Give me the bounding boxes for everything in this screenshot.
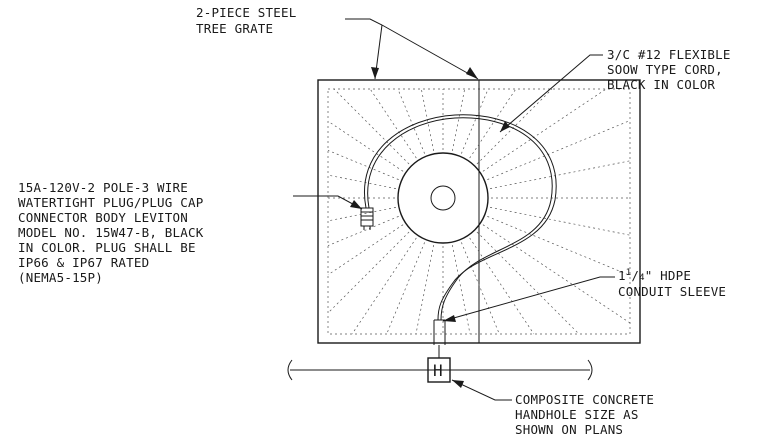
grate-ray xyxy=(461,242,500,335)
grate-label: 2-PIECE STEEL TREE GRATE xyxy=(196,5,304,36)
grate-ray xyxy=(490,207,631,236)
plug-connector xyxy=(360,207,374,230)
tree-trunk-circle xyxy=(430,185,456,211)
grate-ray xyxy=(452,88,466,151)
handhole-label: COMPOSITE CONCRETE HANDHOLE SIZE AS SHOW… xyxy=(515,392,662,437)
handhole-letter: H xyxy=(433,361,443,380)
cord-label: 3/C #12 FLEXIBLE SOOW TYPE CORD, BLACK I… xyxy=(607,47,738,92)
handhole-symbol: H xyxy=(427,357,451,383)
soow-cord xyxy=(364,114,557,321)
grate-ray xyxy=(327,216,399,246)
grate-ray xyxy=(327,231,410,314)
grate-ray xyxy=(469,237,535,335)
conduit-sleeve-label: 11/4" HDPE CONDUIT SLEEVE xyxy=(618,268,726,299)
grate-ray xyxy=(327,120,404,172)
leader-lines xyxy=(293,18,615,401)
grate-ray xyxy=(327,150,399,180)
grate-ray xyxy=(327,207,396,222)
ground-line xyxy=(287,359,593,381)
arrowheads xyxy=(350,67,510,388)
grate-ray xyxy=(327,224,404,276)
grate-ray xyxy=(386,242,425,335)
grate-ray xyxy=(333,88,410,165)
grate-ray xyxy=(482,224,631,324)
grate-ray xyxy=(461,88,489,154)
grate-ray xyxy=(469,88,517,159)
tree-opening-circle xyxy=(397,152,489,244)
grate-ray xyxy=(487,216,631,276)
grate-ray xyxy=(476,88,553,165)
grate-ray xyxy=(351,237,417,335)
grate-ray xyxy=(490,160,631,189)
grate-ray xyxy=(327,174,396,189)
grate-ray xyxy=(397,88,425,154)
grate-ray xyxy=(487,120,631,180)
soow-cord-inner xyxy=(367,117,553,321)
grate-ray xyxy=(476,231,580,335)
grate-ray xyxy=(452,245,471,335)
grate-ray xyxy=(415,245,434,335)
grate-ray xyxy=(369,88,417,159)
hdpe-conduit-sleeve xyxy=(433,319,446,358)
plug-label: 15A-120V-2 POLE-3 WIRE WATERTIGHT PLUG/P… xyxy=(18,180,211,285)
